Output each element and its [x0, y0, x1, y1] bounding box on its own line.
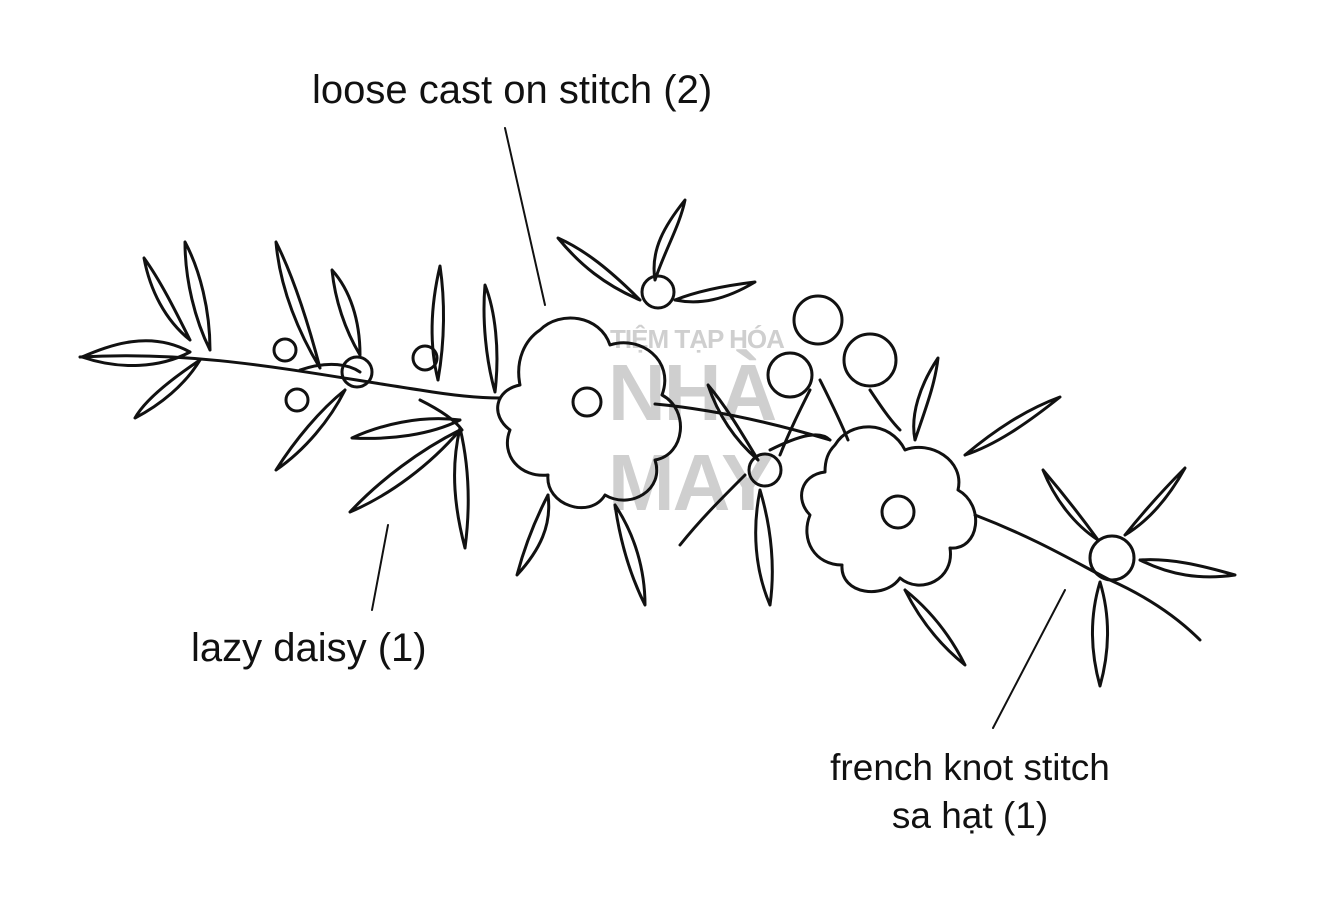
flower-center	[880, 494, 916, 530]
leaf	[1123, 466, 1187, 537]
leaf	[678, 473, 747, 547]
leaf	[482, 283, 499, 394]
knot	[284, 387, 310, 413]
knot	[340, 355, 374, 389]
leaf	[142, 256, 192, 342]
knot	[411, 344, 439, 372]
stem-left-branch	[298, 362, 362, 374]
leaf	[706, 383, 760, 462]
flower-center	[571, 386, 603, 418]
main-stem-left	[78, 354, 502, 400]
leaf	[348, 428, 462, 514]
stem	[818, 378, 850, 442]
leaf	[453, 426, 470, 550]
leaf	[652, 198, 687, 282]
leaf	[673, 280, 757, 304]
leaf	[754, 488, 774, 607]
flower-left	[496, 316, 682, 510]
leader-line-cast	[504, 127, 546, 306]
stem	[868, 388, 902, 432]
knot	[1088, 534, 1136, 582]
label-french-knot: french knot stitch sa hạt (1)	[790, 744, 1150, 840]
leaf	[515, 493, 551, 577]
label-french-knot-line1: french knot stitch	[830, 747, 1110, 788]
knot	[272, 337, 298, 363]
flower-right	[800, 425, 978, 593]
leaf	[778, 388, 812, 457]
knot-large	[766, 351, 814, 399]
knot	[747, 452, 783, 488]
label-loose-cast-on-stitch: loose cast on stitch (2)	[312, 68, 713, 112]
leaf	[1041, 468, 1100, 542]
leaf	[80, 339, 192, 368]
leaf	[912, 356, 940, 442]
knot-large	[842, 332, 898, 388]
leaf	[1138, 558, 1237, 579]
leaf	[963, 395, 1062, 457]
leader-line-daisy	[371, 524, 389, 611]
leaf	[1091, 580, 1109, 688]
leaf	[274, 240, 322, 370]
leaf	[330, 268, 362, 357]
leaf	[556, 236, 642, 302]
leaf	[183, 240, 212, 352]
watermark-line2: MAY	[608, 438, 774, 527]
knot-large	[792, 294, 844, 346]
leaf	[350, 417, 462, 440]
leader-line-knot	[992, 589, 1066, 729]
leaf-stem	[418, 398, 464, 432]
leaf	[613, 503, 647, 607]
label-lazy-daisy: lazy daisy (1)	[191, 626, 427, 670]
watermark-top: TIỆM TẠP HÓA	[610, 324, 785, 354]
stem	[768, 433, 832, 452]
watermark-line1: NHÀ	[608, 348, 777, 437]
knot	[640, 274, 676, 310]
leaf	[133, 358, 202, 420]
leaf	[903, 588, 967, 667]
label-french-knot-line2: sa hạt (1)	[891, 795, 1049, 836]
leaf	[430, 264, 446, 382]
leaf	[274, 388, 347, 472]
